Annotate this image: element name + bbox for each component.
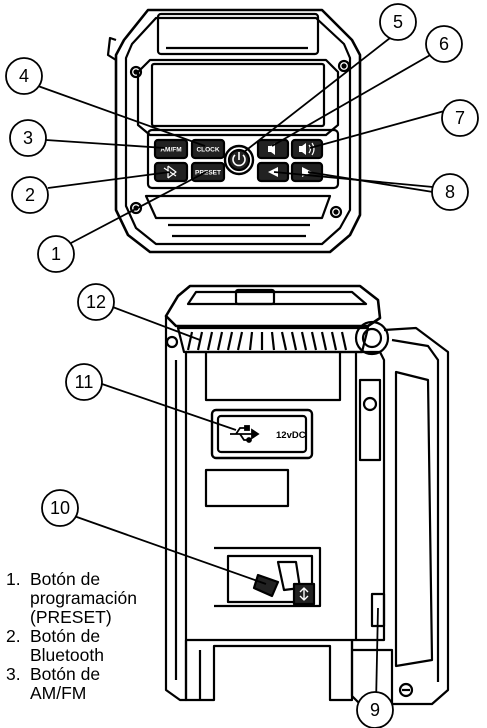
callout-circle-11 <box>65 363 103 401</box>
previous-icon <box>268 167 278 177</box>
callout-circle-4 <box>5 57 43 95</box>
vent-grille <box>186 331 348 351</box>
callout-circle-12 <box>77 283 115 321</box>
legend-item-1: 1. Botón de programación (PRESET) <box>6 570 196 627</box>
button-previous[interactable] <box>256 161 290 183</box>
button-amfm[interactable] <box>153 138 189 160</box>
power-icon <box>232 154 246 167</box>
callout-4: 4 <box>19 66 29 86</box>
callout-circle-5 <box>379 3 417 41</box>
callout-6: 6 <box>439 34 449 54</box>
callout-circle-6 <box>425 25 463 63</box>
callout-8: 8 <box>445 182 455 202</box>
callout-circle-2 <box>11 176 49 214</box>
button-power[interactable] <box>223 144 255 176</box>
legend-item-2-line2: Bluetooth <box>30 645 104 665</box>
callout-11: 11 <box>75 372 94 392</box>
volume-up-icon <box>299 143 306 155</box>
legend-item-3-line2: AM/FM <box>30 683 87 703</box>
control-panel <box>106 8 362 254</box>
callout-circle-9 <box>356 691 394 728</box>
button-preset[interactable] <box>190 161 226 183</box>
preset-label: PRESET <box>195 170 221 177</box>
battery-terminals <box>292 582 316 606</box>
callout-2: 2 <box>25 185 35 205</box>
button-bluetooth[interactable] <box>153 161 189 183</box>
callout-5: 5 <box>393 12 403 32</box>
clock-label: CLOCK <box>196 147 219 154</box>
legend-item-2-line1: Botón de <box>30 626 101 646</box>
callout-12: 12 <box>86 292 106 312</box>
leader-lines <box>37 37 449 705</box>
callouts <box>5 3 479 728</box>
legend: 1. Botón de programación (PRESET) 2. Bot… <box>6 570 196 703</box>
callout-circle-1 <box>37 235 75 273</box>
callout-10: 10 <box>50 498 70 518</box>
legend-item-3: 3. Botón de AM/FM <box>6 665 196 703</box>
legend-item-1-line2: programación <box>30 588 137 608</box>
callout-circle-3 <box>9 119 47 157</box>
callout-7: 7 <box>455 108 465 128</box>
callout-circle-10 <box>41 489 79 527</box>
amfm-label: AM/FM <box>160 147 181 154</box>
legend-item-1-line3: (PRESET) <box>30 607 112 627</box>
button-volume-down[interactable] <box>256 138 290 160</box>
callout-1: 1 <box>51 244 61 264</box>
button-volume-up[interactable] <box>290 138 324 160</box>
usb-label: 12vDC <box>276 430 306 441</box>
legend-item-3-line1: Botón de <box>30 664 101 684</box>
usb-port-cover[interactable] <box>210 408 314 460</box>
callout-3: 3 <box>23 128 33 148</box>
callout-circle-7 <box>441 99 479 137</box>
callout-9: 9 <box>370 700 380 720</box>
legend-item-1-line1: Botón de <box>30 569 101 589</box>
radio-body <box>164 284 450 710</box>
usb-icon <box>230 425 260 443</box>
button-next[interactable] <box>290 161 324 183</box>
callout-circle-8 <box>431 173 469 211</box>
legend-item-2: 2. Botón de Bluetooth <box>6 627 196 665</box>
